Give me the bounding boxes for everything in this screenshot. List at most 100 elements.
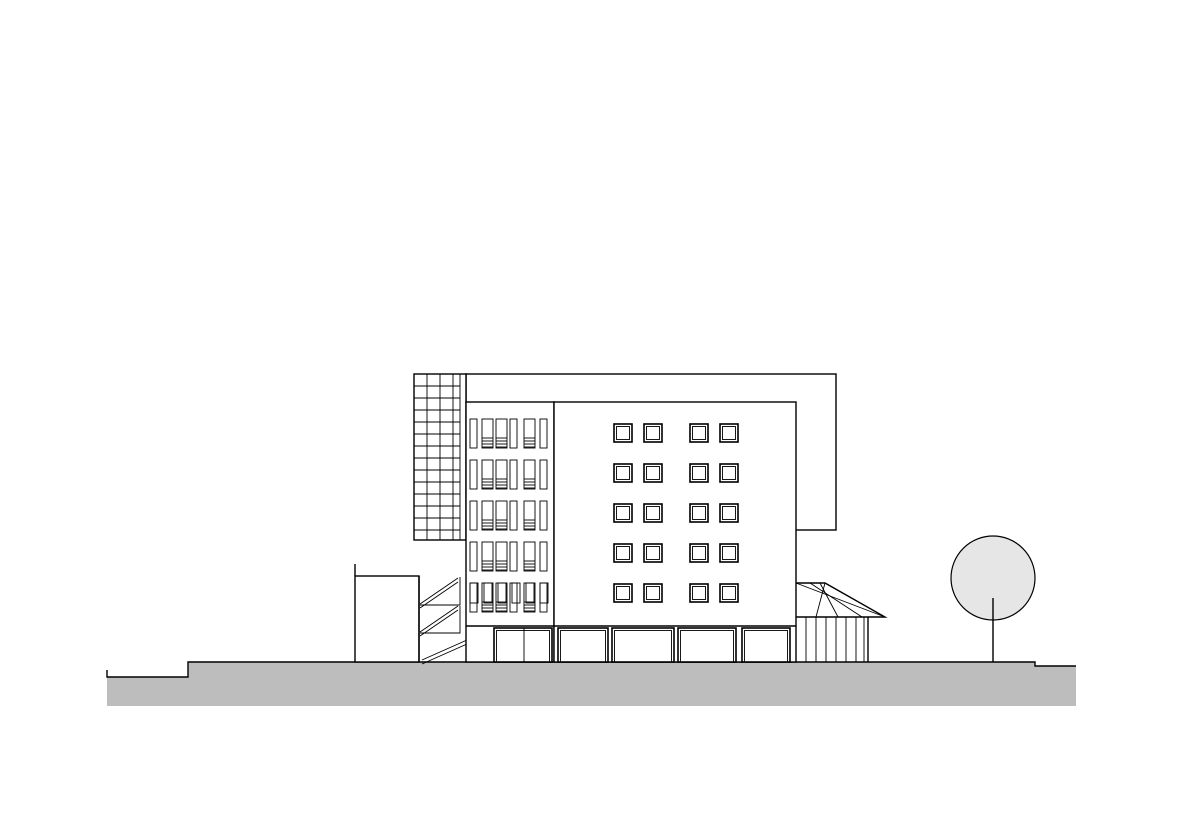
narrow-window: [523, 418, 536, 449]
square-window-frame: [722, 546, 736, 560]
stair-treads-1: [419, 581, 459, 609]
square-window: [689, 503, 709, 523]
storefront-glazing: [744, 630, 788, 663]
square-window-frame: [722, 506, 736, 520]
narrow-window: [495, 418, 508, 449]
storefront-glazing: [496, 630, 550, 663]
storefront-bay: [493, 627, 553, 663]
square-window-frame: [722, 466, 736, 480]
square-window: [689, 583, 709, 603]
square-window-frame: [692, 426, 706, 440]
narrow-window: [525, 582, 535, 604]
storefront-bay: [741, 627, 791, 663]
storefront-glazing: [560, 630, 606, 663]
square-window: [719, 463, 739, 483]
storefront-bay: [677, 627, 737, 663]
square-window-frame: [616, 466, 630, 480]
narrow-window: [469, 459, 478, 490]
pavilion-roof-rafter-3: [819, 582, 839, 618]
square-window: [719, 583, 739, 603]
square-window-frame: [616, 546, 630, 560]
narrow-window: [511, 582, 521, 604]
ground-fill: [107, 662, 1076, 706]
square-window: [689, 423, 709, 443]
narrow-window: [539, 541, 548, 572]
storefront-bay: [611, 627, 675, 663]
square-window-frame: [616, 506, 630, 520]
ground: [106, 661, 1076, 706]
narrow-window: [523, 459, 536, 490]
main-block-windows: [613, 423, 739, 603]
tree: [950, 535, 1036, 662]
narrow-window: [539, 418, 548, 449]
narrow-window: [509, 418, 518, 449]
narrow-window: [469, 582, 479, 604]
pavilion-mullions: [805, 617, 857, 662]
square-window: [613, 463, 633, 483]
left-facade-windows: [469, 418, 549, 613]
pavilion-roof-rafter-1: [795, 582, 886, 618]
square-window-frame: [646, 426, 660, 440]
narrow-window: [539, 459, 548, 490]
narrow-window: [497, 582, 507, 604]
narrow-window: [495, 500, 508, 531]
square-window-frame: [646, 466, 660, 480]
square-window: [719, 543, 739, 563]
left-facade: [465, 401, 555, 663]
square-window: [643, 543, 663, 563]
square-window: [613, 503, 633, 523]
square-window-frame: [646, 586, 660, 600]
square-window: [613, 543, 633, 563]
square-window: [689, 543, 709, 563]
pavilion-roof-rafter-4: [815, 582, 826, 618]
ground-line: [106, 661, 1076, 678]
narrow-window: [481, 500, 494, 531]
stair-treads-2: [419, 609, 459, 637]
narrow-window: [481, 459, 494, 490]
narrow-window: [539, 582, 549, 604]
square-window: [719, 503, 739, 523]
stair-flight-1: [419, 577, 459, 605]
square-window-frame: [692, 546, 706, 560]
narrow-window: [469, 418, 478, 449]
square-window-frame: [692, 586, 706, 600]
curtain-wall: [413, 373, 467, 541]
narrow-window: [539, 500, 548, 531]
square-window-frame: [646, 546, 660, 560]
square-window: [643, 423, 663, 443]
narrow-window: [483, 582, 493, 604]
square-window-frame: [616, 426, 630, 440]
square-window: [689, 463, 709, 483]
narrow-window: [523, 500, 536, 531]
stair-flight-2: [419, 605, 459, 633]
narrow-window: [495, 459, 508, 490]
stair-landing-1: [420, 577, 461, 606]
square-window-frame: [692, 506, 706, 520]
pavilion: [795, 582, 888, 663]
curtain-wall-grid: [414, 374, 461, 540]
square-window-frame: [722, 426, 736, 440]
left-annex: [354, 575, 420, 663]
square-window: [613, 583, 633, 603]
square-window-frame: [722, 586, 736, 600]
pavilion-glazing: [795, 616, 865, 663]
storefront-glazing: [614, 630, 672, 663]
square-window: [613, 423, 633, 443]
square-window: [719, 423, 739, 443]
square-window: [643, 583, 663, 603]
main-block: [553, 401, 797, 663]
square-window-frame: [616, 586, 630, 600]
square-window-frame: [646, 506, 660, 520]
narrow-window: [495, 541, 508, 572]
narrow-window: [523, 541, 536, 572]
ground-floor: [466, 625, 796, 663]
narrow-window: [481, 418, 494, 449]
narrow-window: [509, 500, 518, 531]
square-window: [643, 463, 663, 483]
narrow-window: [469, 500, 478, 531]
main-block-wall: [553, 401, 797, 663]
narrow-window: [509, 459, 518, 490]
square-window-frame: [692, 466, 706, 480]
